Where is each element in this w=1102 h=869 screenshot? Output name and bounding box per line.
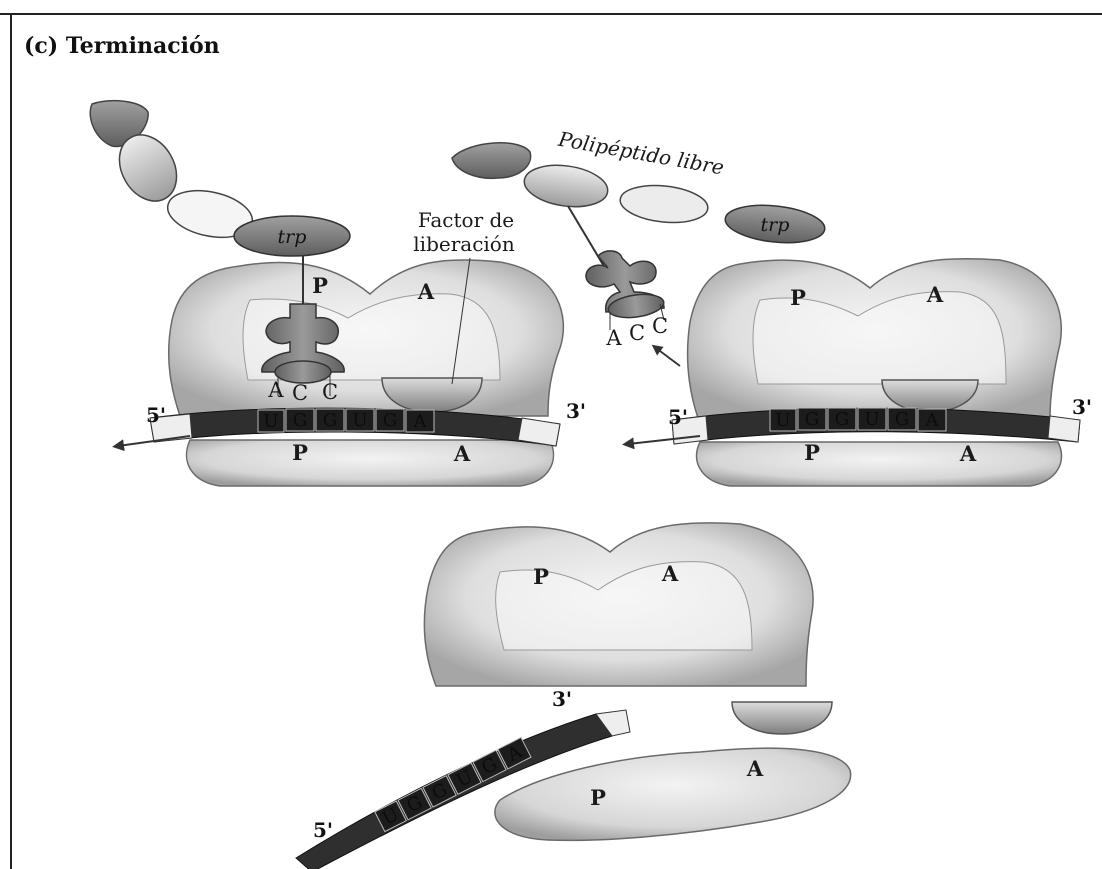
three-prime-label: 3' [566,399,586,423]
free-polypeptide-bead-1 [452,143,531,178]
figure-title: (c) Terminación [24,33,220,59]
codon-right-base-6: A [925,410,940,431]
small-subunit-free [495,748,851,840]
site-a-right-top: A [926,282,944,307]
three-prime-label-right: 3' [1072,395,1092,419]
site-p-bottom: P [292,440,308,465]
site-a-free-bottom: A [746,756,764,781]
codon-base-2: G [293,410,307,431]
free-polypeptide-bead-3 [618,181,709,226]
codon-right-base-2: G [805,409,819,430]
small-subunit-right [697,442,1062,486]
trp-label: trp [278,226,307,248]
five-prime-label-right: 5' [668,405,688,429]
free-polypeptide-bead-2 [522,160,611,211]
site-a-right-bottom: A [959,441,977,466]
codon-right-base-3: G [835,409,849,430]
release-factor-label-1: Factor de [418,208,514,232]
released-anticodon-base-1: A [605,326,622,350]
site-a-free-top: A [661,561,679,586]
anticodon-base-2: C [292,381,308,405]
codon-right-base-5: G [895,409,909,430]
anticodon-base-3: C [322,380,338,404]
free-trp-label: trp [761,214,790,236]
released-anticodon-base-3: C [652,314,668,338]
codon-base-5: G [383,410,397,431]
site-a-bottom: A [453,441,471,466]
release-factor-label-2: liberación [413,232,515,256]
codon-base-1: U [263,411,278,432]
site-p-right-bottom: P [804,440,820,465]
release-factor-free [732,702,832,734]
codon-base-3: G [323,410,337,431]
codon-right-base-1: U [775,410,790,431]
three-prime-label-free: 3' [552,687,572,711]
five-prime-label-free: 5' [313,818,333,842]
codon-base-6: A [413,411,428,432]
small-subunit [187,440,554,486]
site-p-free-top: P [533,564,549,589]
mrna-end-right-right [1048,416,1080,442]
five-prime-label: 5' [146,403,166,427]
codon-base-4: U [352,410,367,431]
panel-bottom: P A P A U G G U G A 5' 3' [296,523,851,869]
released-anticodon-base-2: C [629,321,645,345]
site-p-top: P [312,273,328,298]
site-p-free-bottom: P [590,785,606,810]
site-p-right-top: P [790,285,806,310]
release-arrow [656,348,680,366]
anticodon-base-1: A [267,378,284,402]
site-a-top: A [417,279,435,304]
codon-right-base-4: U [864,409,879,430]
